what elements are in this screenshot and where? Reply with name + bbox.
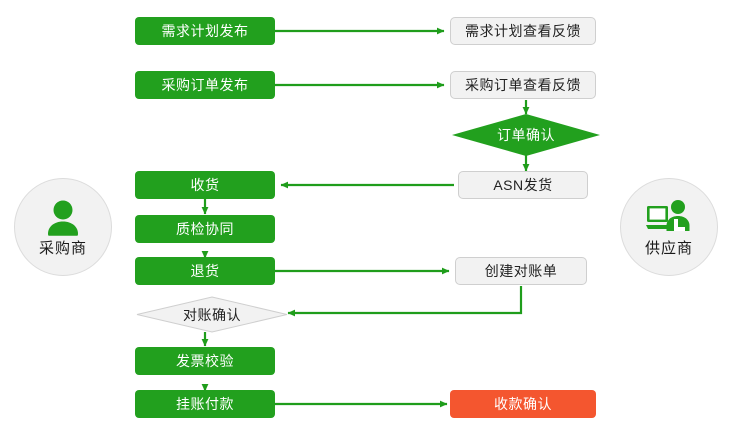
node-payment-confirm[interactable]: 收款确认 — [450, 390, 596, 418]
connector-statement-to-confirm — [287, 286, 523, 317]
role-supplier-label: 供应商 — [644, 240, 693, 257]
role-buyer-label: 采购商 — [38, 240, 87, 257]
node-return-goods[interactable]: 退货 — [135, 257, 275, 285]
role-buyer: 采购商 — [14, 178, 112, 276]
node-demand-plan-publish[interactable]: 需求计划发布 — [135, 17, 275, 45]
node-asn-shipment[interactable]: ASN发货 — [458, 171, 588, 199]
node-order-confirm[interactable]: 订单确认 — [452, 114, 600, 156]
role-supplier: 供应商 — [620, 178, 718, 276]
node-accrued-payment[interactable]: 挂账付款 — [135, 390, 275, 418]
node-receive-goods[interactable]: 收货 — [135, 171, 275, 199]
person-icon — [48, 200, 78, 236]
node-purchase-order-feedback[interactable]: 采购订单查看反馈 — [450, 71, 596, 99]
person-at-computer-icon — [646, 200, 690, 231]
node-quality-collab[interactable]: 质检协同 — [135, 215, 275, 243]
node-demand-plan-feedback[interactable]: 需求计划查看反馈 — [450, 17, 596, 45]
node-statement-confirm[interactable]: 对账确认 — [136, 296, 288, 333]
node-create-statement[interactable]: 创建对账单 — [455, 257, 587, 285]
node-purchase-order-publish[interactable]: 采购订单发布 — [135, 71, 275, 99]
node-invoice-verify[interactable]: 发票校验 — [135, 347, 275, 375]
